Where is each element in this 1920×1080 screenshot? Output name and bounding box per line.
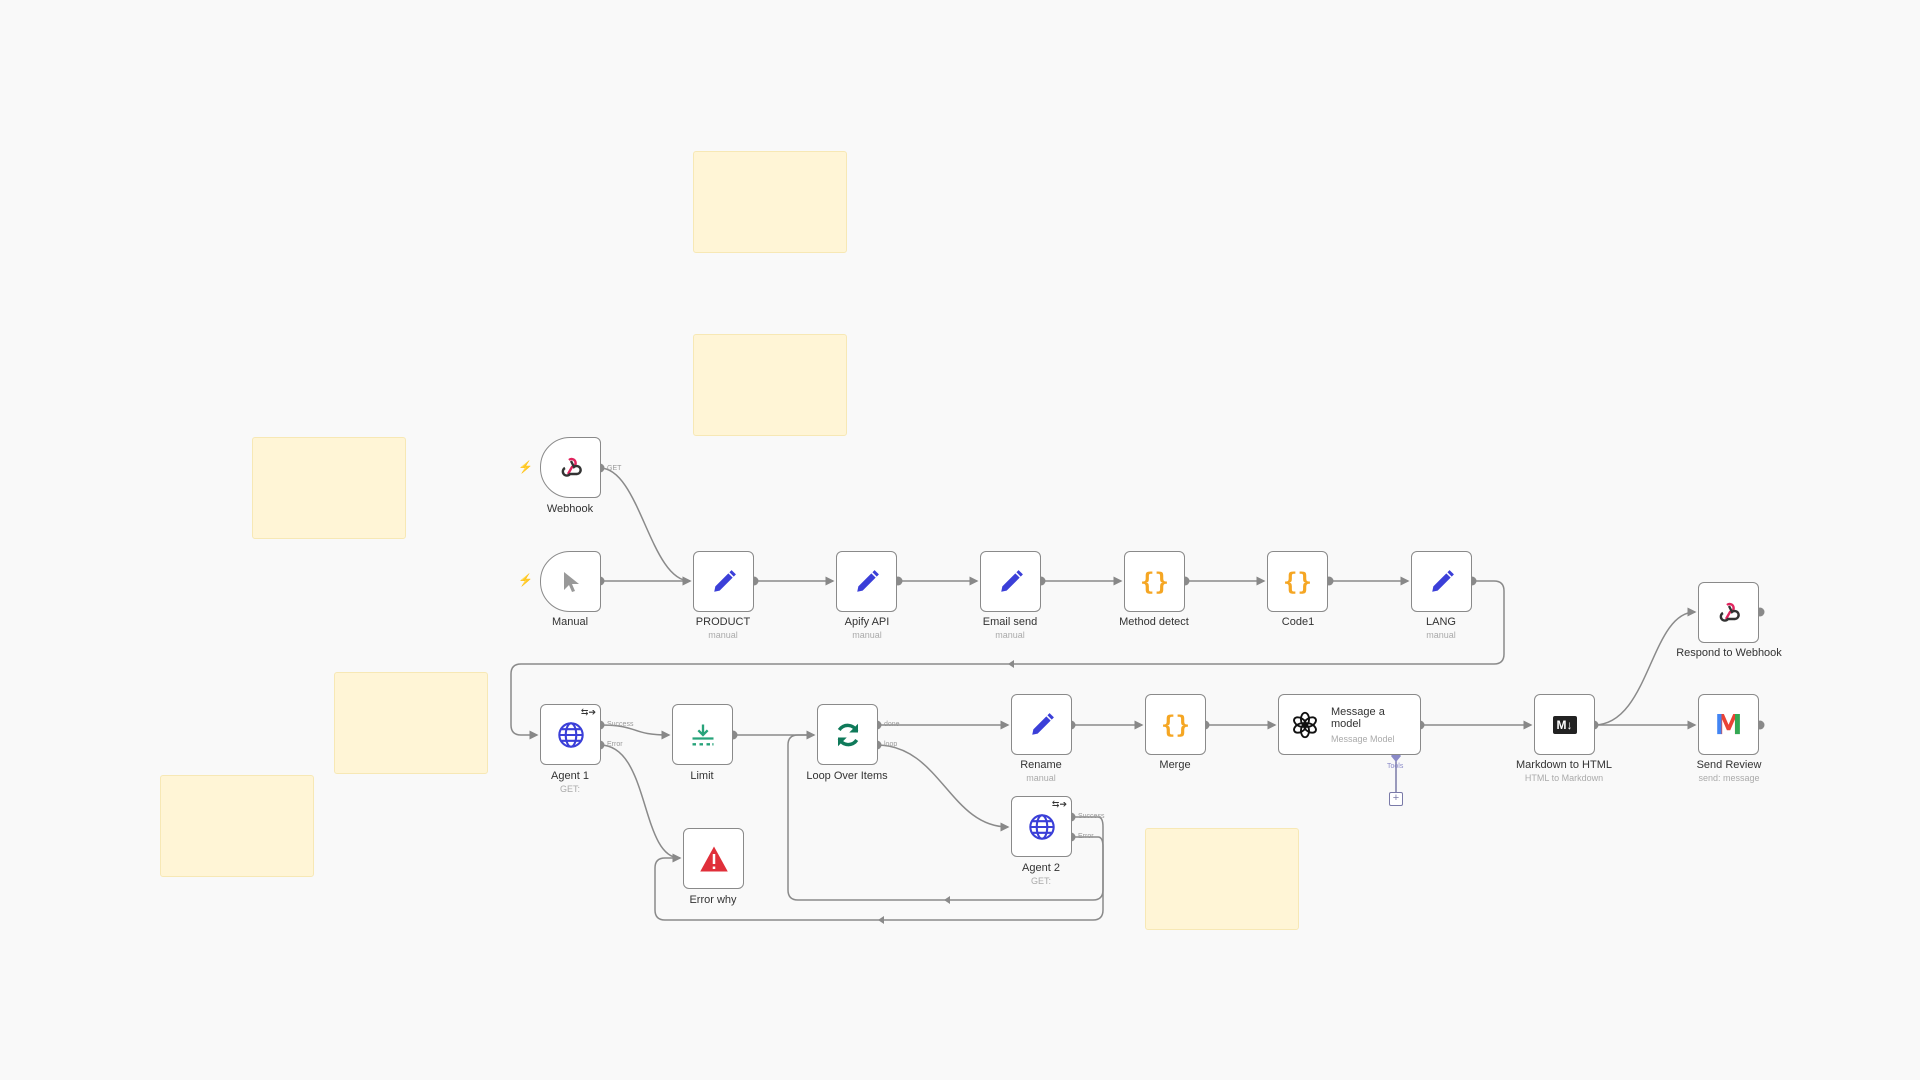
node-subtitle: manual bbox=[1026, 773, 1056, 783]
node-label: Send Review bbox=[1696, 759, 1762, 771]
node-label: Loop Over Items bbox=[806, 770, 888, 782]
code-braces-icon: {} bbox=[1283, 567, 1312, 596]
markdown-icon: M↓ bbox=[1552, 715, 1577, 734]
port-label-error: Error bbox=[1078, 833, 1094, 840]
port-label-tools: Tools bbox=[1387, 763, 1404, 770]
port-label-done: done bbox=[884, 721, 900, 728]
port-label-success: Success bbox=[607, 721, 634, 728]
node-subtitle: HTML to Markdown bbox=[1524, 773, 1604, 783]
node-code1[interactable]: {} bbox=[1267, 551, 1328, 612]
cursor-icon bbox=[563, 571, 579, 592]
port-label-loop: loop bbox=[884, 741, 898, 748]
switch-icon: ⇆➔ bbox=[580, 707, 596, 717]
node-label: Respond to Webhook bbox=[1676, 647, 1782, 659]
globe-icon bbox=[1028, 813, 1055, 840]
node-label: Limit bbox=[690, 770, 714, 782]
node-agent-2[interactable]: ⇆➔ bbox=[1011, 796, 1072, 857]
node-limit[interactable] bbox=[672, 704, 733, 765]
node-merge[interactable]: {} bbox=[1145, 694, 1206, 755]
code-braces-icon: {} bbox=[1161, 710, 1190, 739]
node-subtitle: send: message bbox=[1698, 773, 1760, 783]
globe-icon bbox=[557, 721, 584, 748]
node-product[interactable] bbox=[693, 551, 754, 612]
node-label: Markdown to HTML bbox=[1516, 759, 1612, 771]
limit-icon bbox=[692, 724, 713, 745]
sticky-note[interactable] bbox=[252, 437, 406, 539]
sticky-note[interactable] bbox=[160, 775, 314, 877]
warning-icon bbox=[699, 846, 728, 871]
node-subtitle: manual bbox=[708, 630, 738, 640]
node-send-review[interactable]: M bbox=[1698, 694, 1759, 755]
node-subtitle: GET: bbox=[559, 784, 580, 794]
webhook-icon bbox=[1719, 602, 1740, 622]
node-label: Agent 2 bbox=[1022, 862, 1060, 874]
node-markdown-to-html[interactable]: M↓ bbox=[1534, 694, 1595, 755]
node-subtitle: GET: bbox=[1030, 876, 1051, 886]
node-label: Error why bbox=[689, 894, 737, 906]
add-tool-button[interactable]: + bbox=[1389, 792, 1403, 806]
node-label: LANG bbox=[1426, 616, 1456, 628]
pencil-icon bbox=[713, 569, 736, 592]
sticky-note[interactable] bbox=[693, 151, 847, 253]
node-label: Merge bbox=[1159, 759, 1191, 771]
node-webhook[interactable] bbox=[540, 437, 601, 498]
node-label: Apify API bbox=[844, 616, 890, 628]
sticky-note[interactable] bbox=[1145, 828, 1299, 930]
port-label-get: GET bbox=[607, 465, 622, 472]
node-lang[interactable] bbox=[1411, 551, 1472, 612]
pencil-icon bbox=[1000, 569, 1023, 592]
sticky-note[interactable] bbox=[693, 334, 847, 436]
switch-icon: ⇆➔ bbox=[1051, 799, 1067, 809]
node-error-why[interactable] bbox=[683, 828, 744, 889]
trigger-bolt-icon: ⚡ bbox=[518, 460, 533, 474]
node-respond-to-webhook[interactable] bbox=[1698, 582, 1759, 643]
node-subtitle: Message Model bbox=[1331, 733, 1395, 744]
loop-icon bbox=[837, 723, 858, 746]
sticky-note[interactable] bbox=[334, 672, 488, 774]
node-subtitle: manual bbox=[995, 630, 1025, 640]
node-label: Rename bbox=[1020, 759, 1062, 771]
gmail-icon: M bbox=[1714, 708, 1743, 741]
node-manual[interactable] bbox=[540, 551, 601, 612]
port-label-error: Error bbox=[607, 741, 623, 748]
pencil-icon bbox=[856, 569, 879, 592]
code-braces-icon: {} bbox=[1140, 567, 1169, 596]
node-apify-api[interactable] bbox=[836, 551, 897, 612]
node-label: Manual bbox=[551, 616, 589, 628]
pencil-icon bbox=[1431, 569, 1454, 592]
node-message-a-model[interactable]: Message a model Message Model bbox=[1278, 694, 1421, 755]
port-label-success: Success bbox=[1078, 813, 1105, 820]
node-agent-1[interactable]: ⇆➔ bbox=[540, 704, 601, 765]
node-label: Webhook bbox=[546, 503, 594, 515]
node-label: Code1 bbox=[1281, 616, 1315, 628]
node-label: Method detect bbox=[1119, 616, 1189, 628]
node-label: Email send bbox=[982, 616, 1038, 628]
node-subtitle: manual bbox=[852, 630, 882, 640]
node-method-detect[interactable]: {} bbox=[1124, 551, 1185, 612]
node-label: PRODUCT bbox=[695, 616, 751, 628]
node-title: Message a model bbox=[1331, 705, 1385, 730]
node-rename[interactable] bbox=[1011, 694, 1072, 755]
node-email-send[interactable] bbox=[980, 551, 1041, 612]
webhook-icon bbox=[561, 457, 582, 477]
node-label: Agent 1 bbox=[551, 770, 589, 782]
trigger-bolt-icon: ⚡ bbox=[518, 573, 533, 587]
pencil-icon bbox=[1031, 712, 1054, 735]
openai-icon bbox=[1293, 711, 1317, 738]
node-subtitle: manual bbox=[1426, 630, 1456, 640]
node-loop-over-items[interactable] bbox=[817, 704, 878, 765]
